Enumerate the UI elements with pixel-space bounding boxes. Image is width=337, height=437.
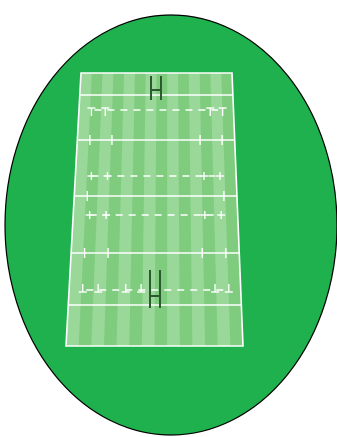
rugby-pitch	[66, 73, 243, 346]
